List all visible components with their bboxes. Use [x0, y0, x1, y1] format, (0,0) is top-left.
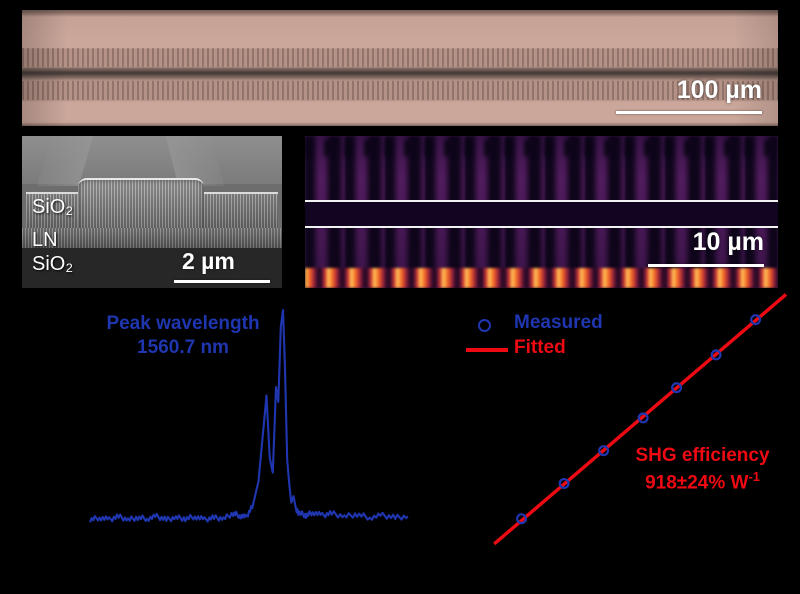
- fitted-line: [493, 293, 788, 546]
- measured-data-point: [750, 314, 762, 326]
- mode-simulation-panel: 10 µm: [305, 136, 778, 288]
- spectrum-plot-svg: [89, 308, 409, 523]
- spectrum-annotation-line1: Peak wavelength: [106, 313, 260, 334]
- efficiency-annotation-line1: SHG efficiency: [635, 445, 770, 466]
- efficiency-plot-svg: [493, 293, 788, 546]
- micrograph-vignette: [22, 10, 778, 126]
- efficiency-annotation: SHG efficiency 918±24% W-1: [615, 444, 790, 496]
- poled-domain-caps: [305, 140, 778, 156]
- micrograph-scale-bar-label: 100 µm: [676, 76, 762, 104]
- sem-label-sio2-bottom: SiO₂: [32, 253, 74, 275]
- legend-measured-marker-icon: [478, 319, 491, 332]
- sem-label-sio2-top: SiO₂: [32, 196, 74, 218]
- measured-data-point: [558, 477, 570, 489]
- spectrum-trace: [89, 308, 409, 523]
- mode-scale-bar-label: 10 µm: [692, 228, 764, 256]
- measured-data-point: [671, 382, 683, 394]
- measured-data-point: [710, 349, 722, 361]
- waveguide-edge-bottom: [22, 77, 778, 78]
- measured-data-point: [598, 445, 610, 457]
- sem-scale-bar-label: 2 µm: [182, 248, 235, 274]
- spectrum-annotation-line2: 1560.7 nm: [137, 337, 229, 359]
- shg-efficiency-chart: Measured Fitted SHG efficiency 918±24% W…: [430, 292, 800, 572]
- sem-waveguide-ridge: [78, 178, 204, 236]
- poling-electrode-grating-upper: [22, 48, 778, 67]
- waveguide-edge-top: [22, 68, 778, 69]
- spectrum-annotation: Peak wavelength 1560.7 nm: [88, 312, 278, 361]
- sem-slab-right: [204, 192, 278, 234]
- poling-electrode-grating-lower: [22, 81, 778, 100]
- sem-scale-bar: [174, 280, 270, 283]
- legend-fitted-marker-icon: [466, 348, 508, 352]
- efficiency-annotation-line2: 918±24% W-1: [615, 469, 790, 496]
- optical-micrograph-panel: 100 µm: [22, 10, 778, 126]
- legend-fitted-label: Fitted: [514, 337, 566, 358]
- mode-scale-bar: [648, 264, 764, 267]
- legend-measured-label: Measured: [514, 312, 603, 333]
- sem-label-ln: LN: [32, 229, 58, 251]
- measured-data-point: [516, 513, 528, 525]
- waveguide-core-line: [22, 72, 778, 74]
- sem-lithium-niobate-layer: [22, 228, 282, 248]
- shg-spectrum-chart: Peak wavelength 1560.7 nm: [40, 292, 420, 572]
- waveguide-band: [305, 200, 778, 288]
- efficiency-annotation-exponent: -1: [748, 468, 760, 484]
- sem-slab-left: [26, 192, 78, 234]
- measured-data-point: [637, 412, 649, 424]
- sem-cross-section-panel: SiO₂ LN SiO₂ 2 µm: [22, 136, 282, 288]
- micrograph-scale-bar: [616, 111, 762, 114]
- optical-mode-intensity-spots: [305, 268, 778, 288]
- efficiency-annotation-value: 918±24% W: [645, 472, 749, 494]
- measured-data-points: [516, 314, 762, 525]
